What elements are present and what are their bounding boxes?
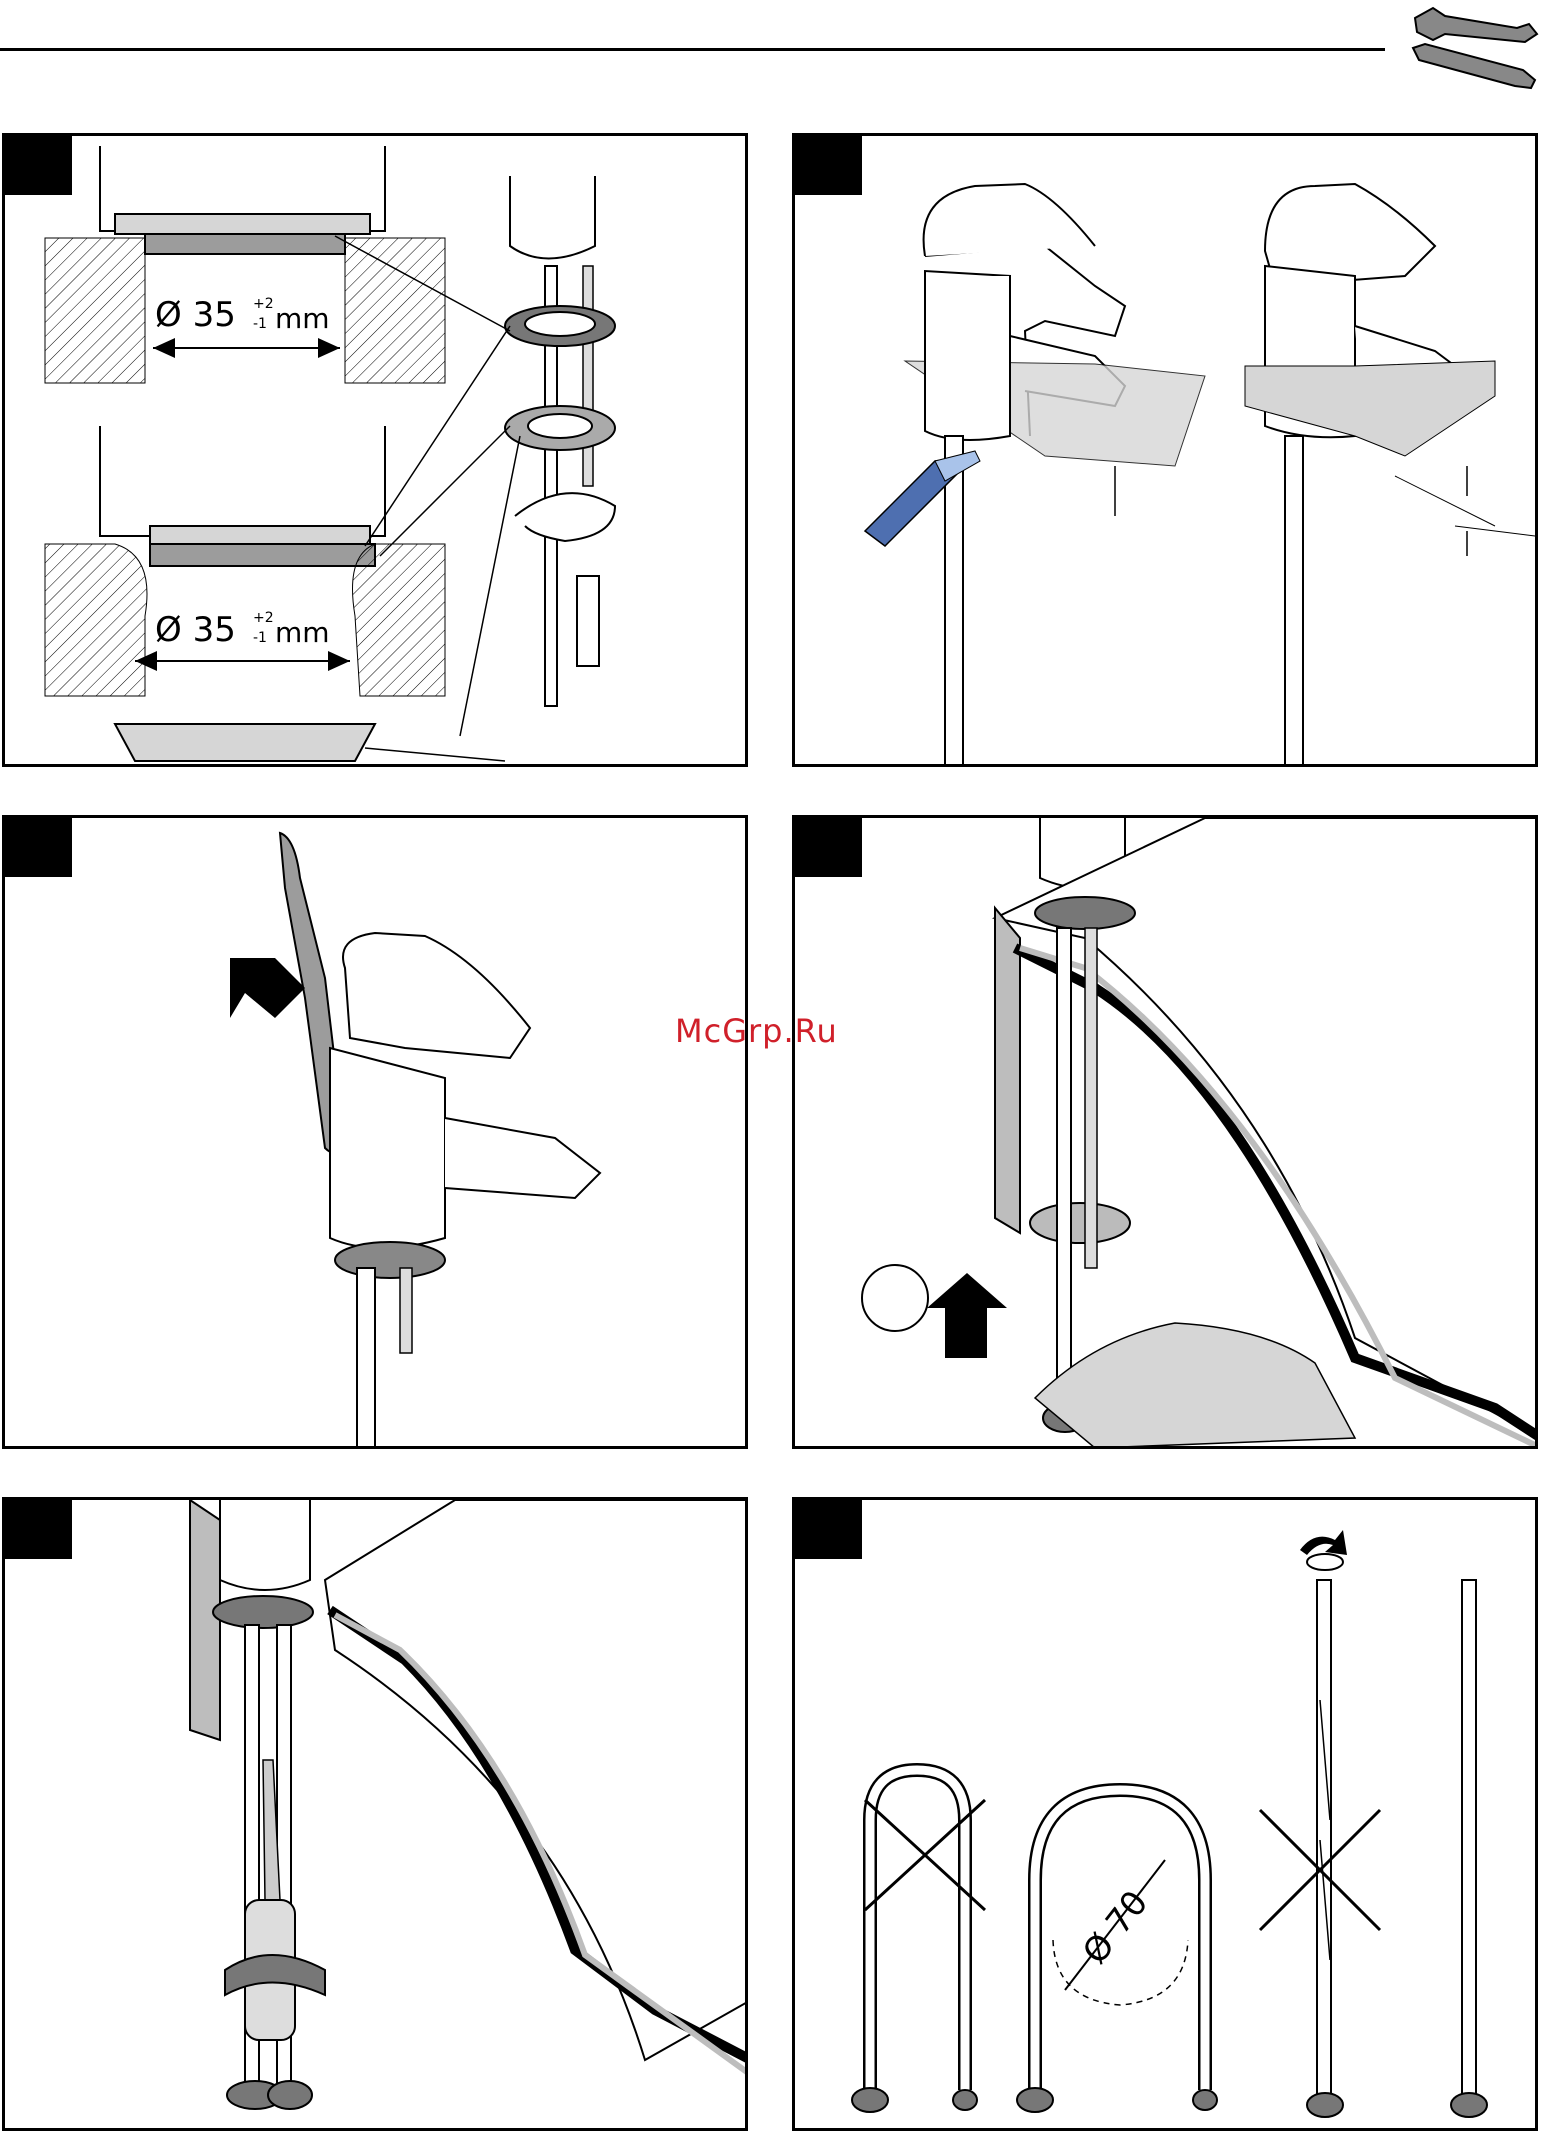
step-5-panel (2, 1497, 748, 2131)
wrench-screwdriver-icon (1405, 0, 1540, 92)
bend-radius-label: Ø 70 (1075, 1883, 1156, 1971)
top-dimension-label: Ø 35 (155, 295, 236, 335)
header-rule (0, 48, 1385, 51)
tighten-screwdriver-diagram (5, 1500, 748, 2131)
step-6-panel: Ø 70 (792, 1497, 1538, 2131)
step-2-panel (792, 133, 1538, 767)
svg-text:mm: mm (275, 616, 330, 649)
svg-text:mm: mm (275, 302, 330, 335)
svg-text:-1: -1 (253, 316, 267, 332)
step-3-panel (2, 815, 748, 1449)
bottom-dimension-label: Ø 35 (155, 610, 236, 650)
step-4-panel (792, 815, 1538, 1449)
svg-text:+2: +2 (253, 296, 274, 312)
svg-text:+2: +2 (253, 610, 274, 626)
mounting-nut-diagram (795, 818, 1538, 1449)
step-1-panel: Ø 35 +2 -1 mm Ø 35 +2 -1 mm (2, 133, 748, 767)
faucet-alignment-diagram (795, 136, 1538, 767)
hose-bending-diagram: Ø 70 (795, 1500, 1538, 2131)
svg-text:-1: -1 (253, 630, 267, 646)
watermark: McGrp.Ru (675, 1012, 838, 1050)
hole-diameter-diagram: Ø 35 +2 -1 mm Ø 35 +2 -1 mm (5, 136, 748, 767)
faucet-insert-diagram (5, 818, 748, 1449)
